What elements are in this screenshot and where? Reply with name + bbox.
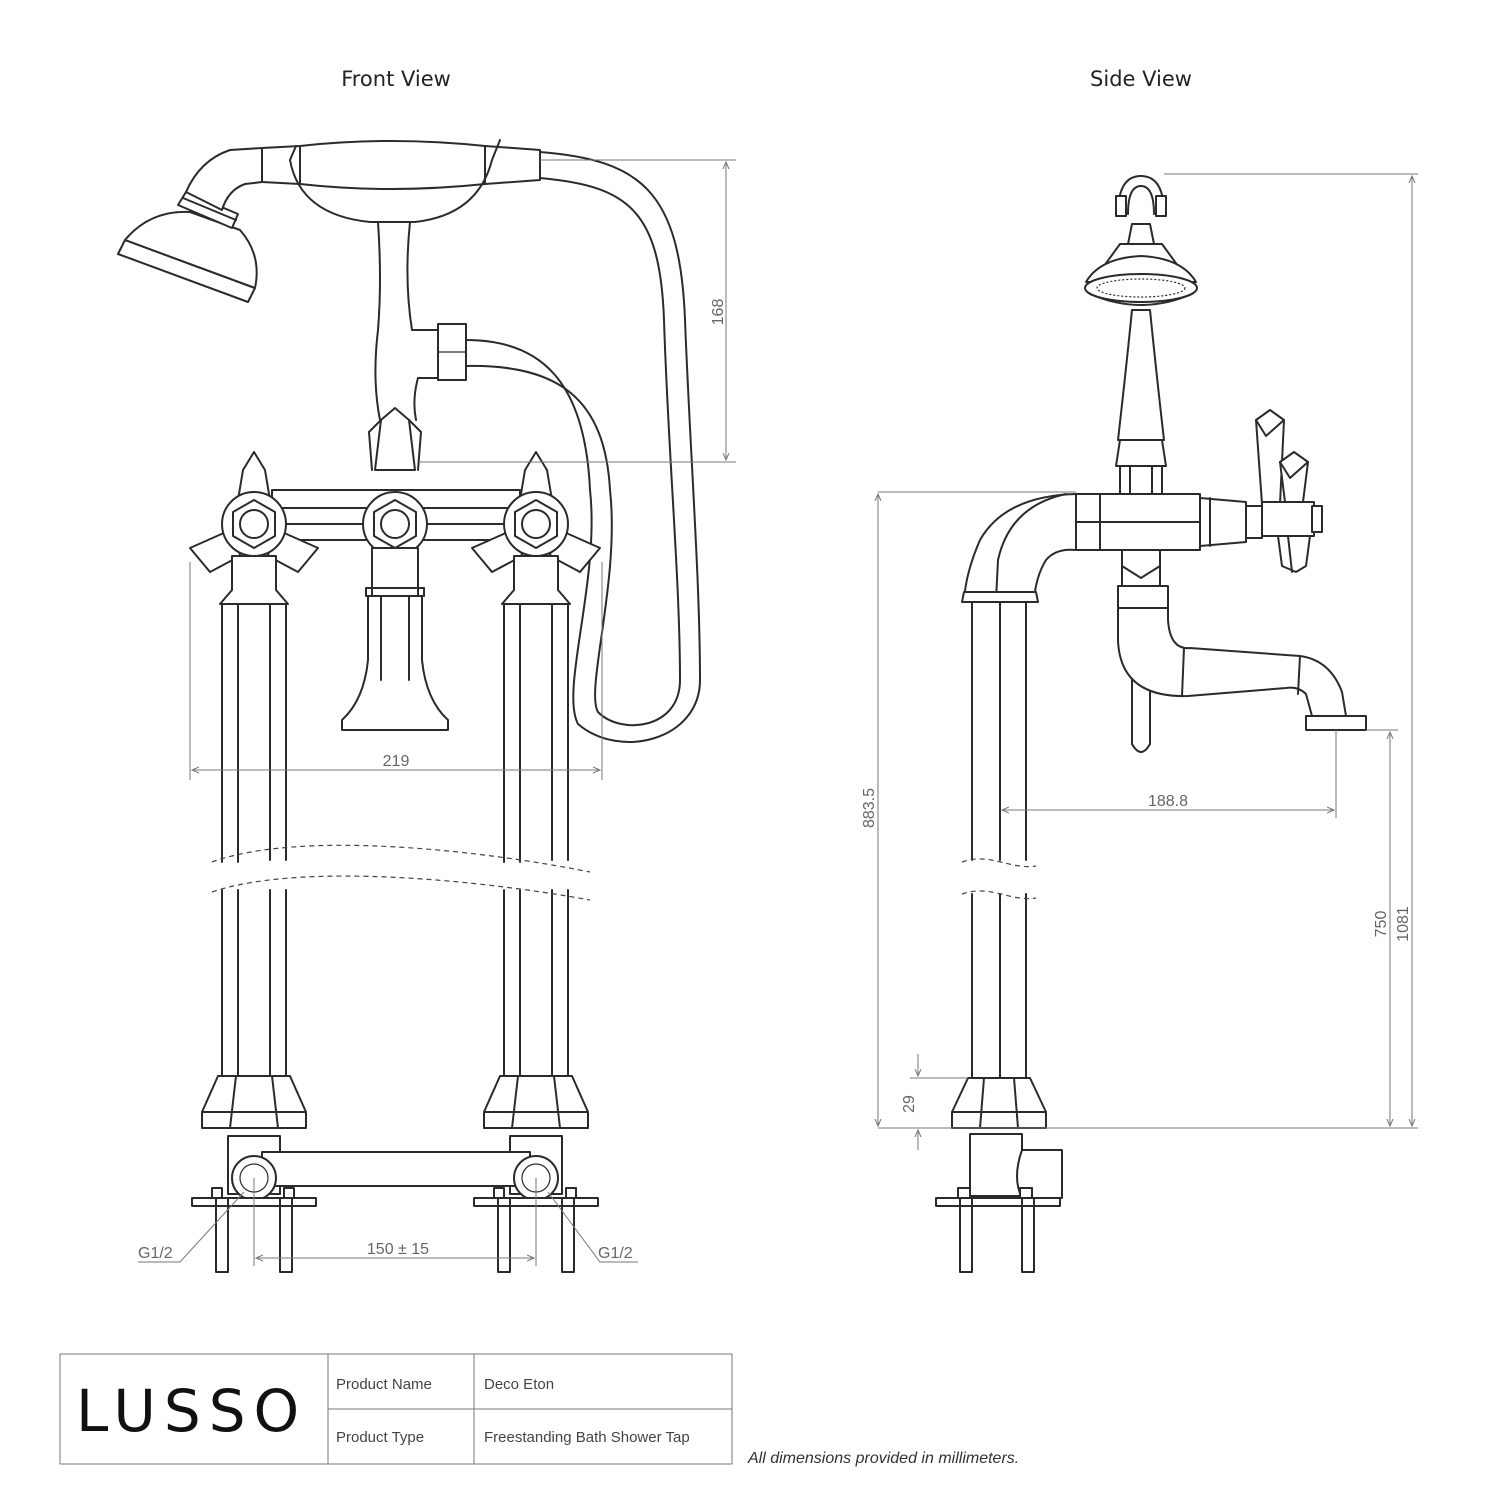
side-spout	[1117, 549, 1367, 753]
side-leg	[951, 601, 1047, 1129]
dim-front-150: 150 ± 15	[367, 1241, 429, 1258]
product-type-label: Product Type	[336, 1429, 424, 1446]
brand-logo: LUSSO	[76, 1377, 307, 1445]
front-right-leg	[483, 555, 589, 1129]
front-hex-nut	[417, 323, 467, 381]
front-view: 168 219 150 ± 15 G1/2 G1/2	[117, 139, 736, 1273]
front-handshower-head	[117, 147, 263, 303]
front-handshower-handle	[261, 139, 541, 223]
dim-side-883: 883.5	[861, 788, 878, 828]
side-hanger	[1115, 175, 1167, 245]
front-spout	[341, 547, 449, 731]
title-block: LUSSO Product Name Deco Eton Product Typ…	[59, 1353, 733, 1465]
front-view-title: Front View	[341, 67, 451, 91]
dim-front-g12-left: G1/2	[138, 1245, 173, 1262]
dim-side-188: 188.8	[1148, 793, 1188, 810]
product-name-value: Deco Eton	[484, 1376, 554, 1393]
side-main-body	[1075, 493, 1263, 551]
product-name-label: Product Name	[336, 1376, 432, 1393]
dim-side-750: 750	[1373, 911, 1390, 938]
dim-front-219: 219	[383, 753, 410, 770]
side-view: 883.5 188.8 29 750 1081	[861, 173, 1418, 1273]
front-right-cross-handle	[471, 451, 601, 573]
dim-side-1081: 1081	[1395, 906, 1412, 942]
side-view-title: Side View	[1090, 67, 1192, 91]
front-left-leg	[201, 555, 307, 1129]
front-hose	[465, 151, 701, 743]
dim-front-g12-right: G1/2	[598, 1245, 633, 1262]
side-shower-head	[1084, 243, 1198, 306]
side-floor-fitting	[935, 1133, 1063, 1273]
front-center-body	[362, 491, 428, 557]
side-levers	[1255, 409, 1323, 573]
product-type-value: Freestanding Bath Shower Tap	[484, 1429, 690, 1446]
dim-side-29: 29	[901, 1095, 918, 1113]
units-note: All dimensions provided in millimeters.	[747, 1450, 1019, 1467]
side-elbow	[961, 493, 1077, 603]
front-center-lever	[368, 407, 422, 471]
dim-front-168: 168	[710, 299, 727, 326]
